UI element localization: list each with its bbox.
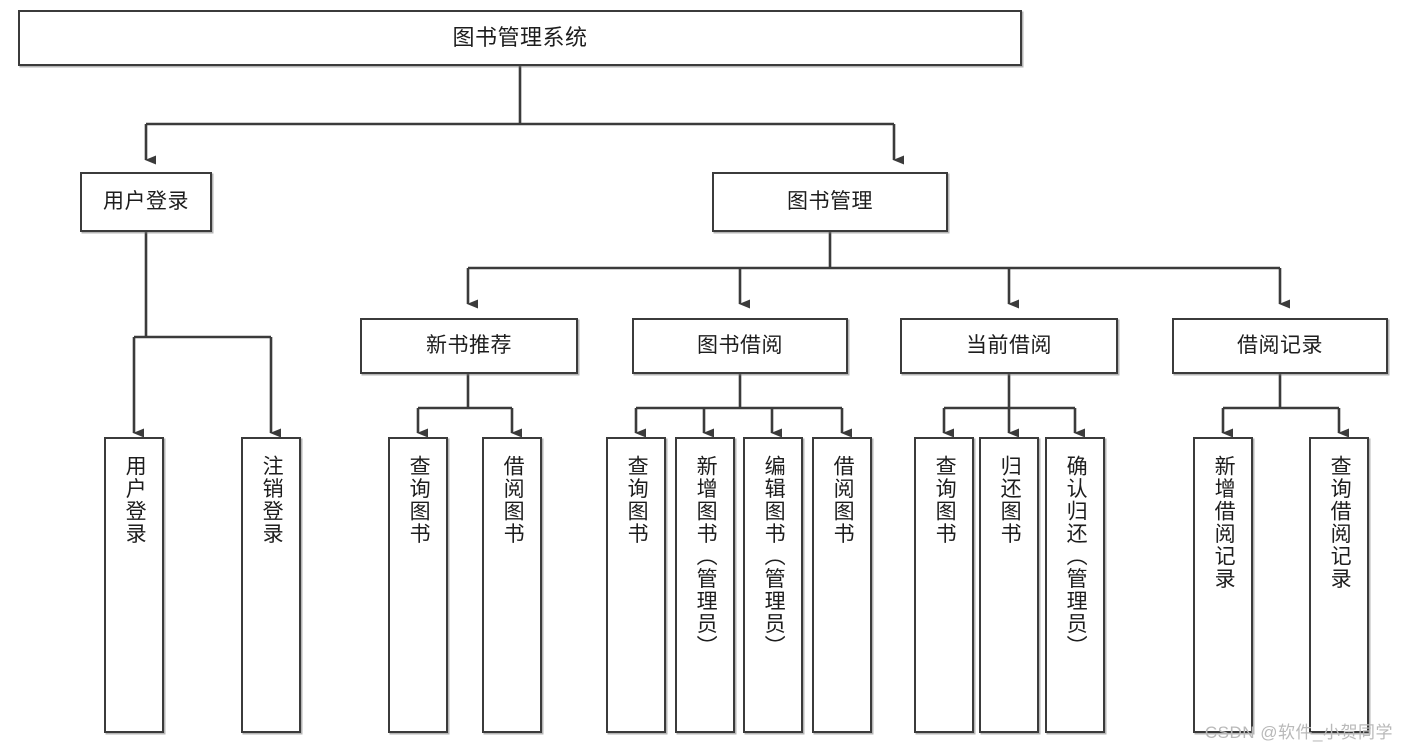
leaf-query-book-borrow[interactable]: 查询图书	[606, 437, 666, 733]
leaf-add-borrow-record[interactable]: 新增借阅记录	[1193, 437, 1253, 733]
node-label: 新书推荐	[426, 334, 512, 358]
node-label: 图书管理	[787, 190, 873, 214]
node-label: 借阅记录	[1237, 334, 1323, 358]
node-label: 确认归还（管理员）	[1064, 455, 1088, 658]
node-label: 新增借阅记录	[1212, 455, 1236, 590]
node-label: 注销登录	[260, 455, 284, 545]
leaf-borrow-book[interactable]: 借阅图书	[812, 437, 872, 733]
leaf-user-login[interactable]: 用户登录	[104, 437, 164, 733]
node-book-management[interactable]: 图书管理	[712, 172, 948, 232]
node-label: 用户登录	[103, 190, 189, 214]
node-label: 借阅图书	[501, 455, 525, 545]
leaf-query-borrow-record[interactable]: 查询借阅记录	[1309, 437, 1369, 733]
node-user-login[interactable]: 用户登录	[80, 172, 212, 232]
node-label: 查询图书	[933, 455, 957, 545]
node-borrow-record[interactable]: 借阅记录	[1172, 318, 1388, 374]
leaf-query-book-recommend[interactable]: 查询图书	[388, 437, 448, 733]
node-label: 新增图书（管理员）	[694, 455, 718, 658]
leaf-edit-book-admin[interactable]: 编辑图书（管理员）	[743, 437, 803, 733]
leaf-query-book-current[interactable]: 查询图书	[914, 437, 974, 733]
node-label: 图书管理系统	[452, 24, 588, 50]
node-label: 编辑图书（管理员）	[762, 455, 786, 658]
node-current-borrow[interactable]: 当前借阅	[900, 318, 1118, 374]
node-label: 归还图书	[998, 455, 1022, 545]
node-label: 用户登录	[123, 455, 147, 545]
leaf-add-book-admin[interactable]: 新增图书（管理员）	[675, 437, 735, 733]
watermark-text: CSDN @软件_小贺同学	[1204, 723, 1393, 742]
node-root-system[interactable]: 图书管理系统	[18, 10, 1022, 66]
leaf-return-book[interactable]: 归还图书	[979, 437, 1039, 733]
node-label: 查询借阅记录	[1328, 455, 1352, 590]
node-label: 查询图书	[407, 455, 431, 545]
node-label: 图书借阅	[697, 334, 783, 358]
leaf-logout[interactable]: 注销登录	[241, 437, 301, 733]
leaf-borrow-book-recommend[interactable]: 借阅图书	[482, 437, 542, 733]
leaf-confirm-return-admin[interactable]: 确认归还（管理员）	[1045, 437, 1105, 733]
node-label: 当前借阅	[966, 334, 1052, 358]
node-label: 查询图书	[625, 455, 649, 545]
node-label: 借阅图书	[831, 455, 855, 545]
node-new-book-recommend[interactable]: 新书推荐	[360, 318, 578, 374]
node-book-borrow[interactable]: 图书借阅	[632, 318, 848, 374]
